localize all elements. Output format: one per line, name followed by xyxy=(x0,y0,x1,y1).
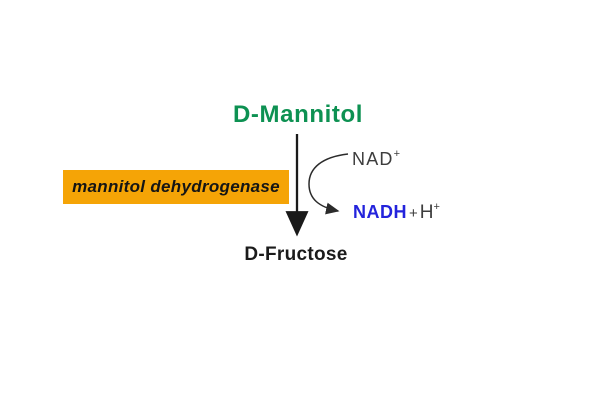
cofactor-in-name: NAD xyxy=(352,149,394,169)
plus-sign: + xyxy=(409,205,418,222)
cofactor-curve-arrow xyxy=(308,153,349,215)
substrate-label: D-Mannitol xyxy=(233,101,363,128)
cofactor-out-label: NADH+H+ xyxy=(353,201,440,224)
proton-label: H xyxy=(419,202,434,223)
proton-charge: + xyxy=(433,201,440,213)
cofactor-in-charge: + xyxy=(393,148,401,160)
cofactor-in-label: NAD+ xyxy=(352,148,401,170)
cofactor-out-name: NADH xyxy=(353,202,407,222)
product-label: D-Fructose xyxy=(244,244,348,265)
enzyme-box: mannitol dehydrogenase xyxy=(63,170,289,204)
enzyme-label: mannitol dehydrogenase xyxy=(72,177,280,196)
